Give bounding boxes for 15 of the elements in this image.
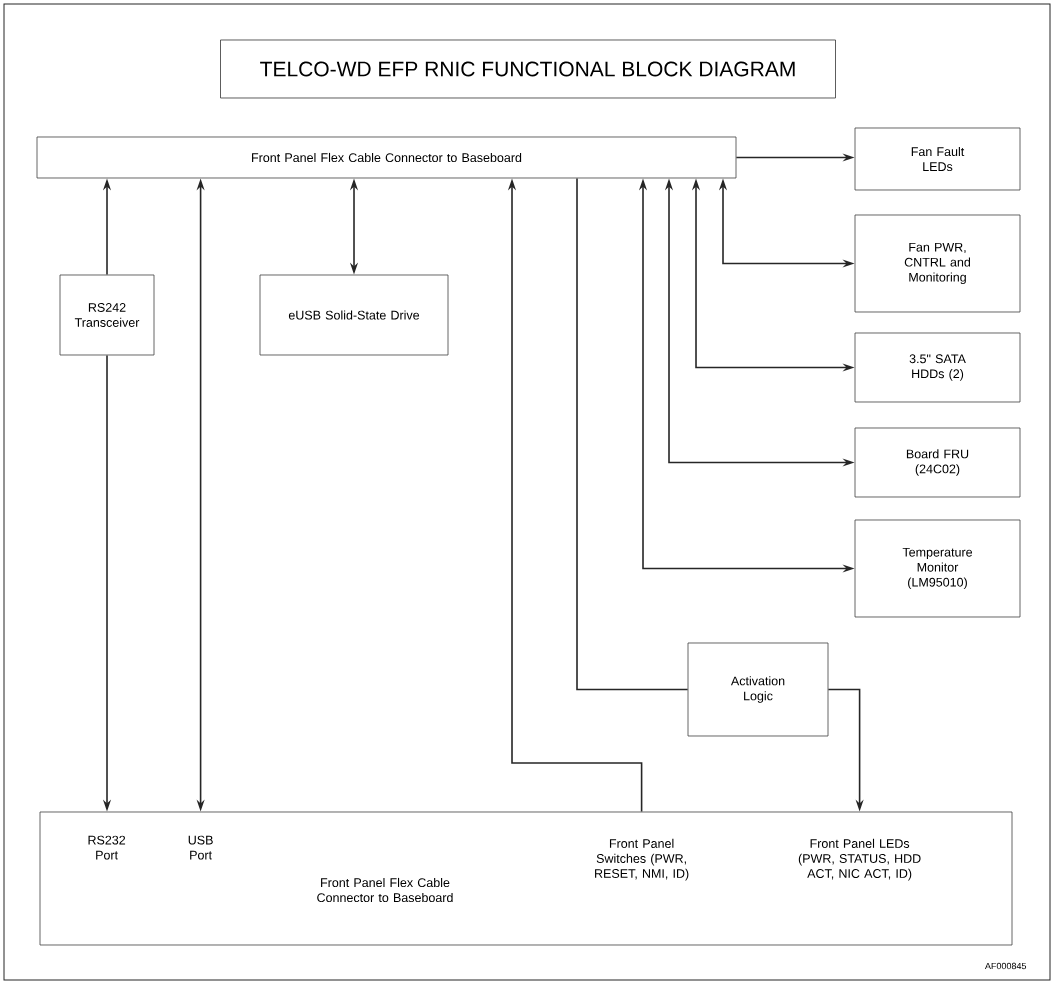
port-label: Front Panel LEDs (PWR, STATUS, HDD ACT, NIC ACT, ID) (798, 838, 921, 881)
port-label: USB Port (188, 835, 213, 860)
component-box: Fan PWR, CNTRL and Monitoring (854, 214, 1021, 313)
component-box: Temperature Monitor (LM95010) (854, 519, 1021, 618)
figure-code: AF000845 (984, 962, 1027, 970)
port-label: RS232 Port (88, 835, 126, 860)
logic-box: Activation Logic (687, 642, 829, 737)
component-box: Board FRU (24C02) (854, 427, 1021, 498)
component-box: Fan Fault LEDs (854, 127, 1021, 191)
title-box: TELCO-WD EFP RNIC FUNCTIONAL BLOCK DIAGRAM (220, 39, 836, 99)
component-box: 3.5" SATA HDDs (2) (854, 332, 1021, 403)
drive-box: eUSB Solid-State Drive (259, 274, 449, 356)
port-label: Front Panel Switches (PWR, RESET, NMI, ID) (595, 838, 689, 881)
connector-bar: Front Panel Flex Cable Connector to Baseboard (36, 136, 737, 179)
transceiver-box: RS242 Transceiver (59, 274, 155, 356)
